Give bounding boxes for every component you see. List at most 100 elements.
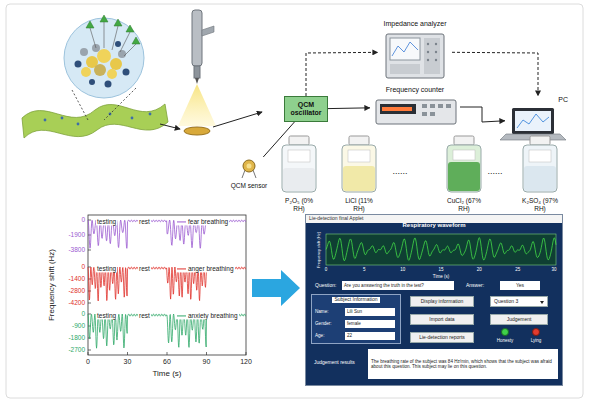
label-text: -2700 <box>68 346 85 353</box>
tick-mark <box>206 352 207 355</box>
label-text: -2800 <box>68 287 85 294</box>
label-text: testing <box>96 218 117 225</box>
molecule-zoom <box>64 18 144 98</box>
node-text: QCM sensor <box>231 182 267 189</box>
label-text: -1400 <box>68 275 85 282</box>
qcm-sensor-icon <box>242 160 256 178</box>
node-box: Question 3 <box>490 296 548 307</box>
impedance-analyzer <box>386 34 444 78</box>
label-text: Answer: <box>466 283 484 289</box>
legend-line-sample <box>177 268 186 269</box>
node-text: Are you answering the truth in the test? <box>344 283 452 288</box>
label-text: 0 <box>81 216 85 223</box>
label-text: rest <box>138 218 151 225</box>
zoom-line <box>72 90 88 120</box>
breathing-traces <box>88 220 246 348</box>
node-box: The breathing rate of the subject was 84… <box>368 349 558 379</box>
label-text: Gender: <box>315 321 332 326</box>
node-text: Lie-detection final Applet <box>306 215 562 223</box>
label-text: Frequency shift (Hz) <box>317 232 321 268</box>
label-text: 120 <box>240 358 252 366</box>
tick-mark <box>88 250 91 251</box>
connector <box>306 52 378 96</box>
airbrush <box>192 10 214 84</box>
label-text: 25 <box>515 268 520 273</box>
axis-ticks <box>88 220 246 355</box>
legend-item: anxiety breathing <box>176 312 239 319</box>
node-text: LiCl (11% RH) <box>341 197 377 212</box>
label-text: Name: <box>315 309 329 314</box>
node-box: P₂O₅ (0% RH) <box>276 134 322 212</box>
label-text: Frequency shift (Hz) <box>48 249 57 321</box>
label-text: 5 <box>363 268 366 273</box>
node-box: K₂SO₄ (97% RH) <box>517 134 563 212</box>
node-text: Import data <box>429 317 454 323</box>
legend-item: fear breathing <box>176 218 229 225</box>
node-text: The breathing rate of the subject was 84… <box>371 359 555 370</box>
lying-light <box>533 329 540 336</box>
chart-frame <box>88 215 246 355</box>
node-box: Impedance analyzer <box>378 20 452 84</box>
label-text: -1800 <box>68 334 85 341</box>
laptop-pc <box>500 108 566 140</box>
label-text: 0 <box>81 263 85 270</box>
label-text: Time (s) <box>152 370 181 379</box>
label-text: testing <box>96 265 117 272</box>
sheet-dots <box>44 113 152 126</box>
node-text: Yes <box>516 283 524 289</box>
connector <box>328 107 370 109</box>
tick-mark <box>88 303 91 304</box>
node-box: Respiratory waveform <box>310 222 558 280</box>
process-arrow <box>213 112 262 127</box>
nanosheet <box>22 104 168 138</box>
label-text: rest <box>138 312 151 319</box>
label-text: 60 <box>163 358 171 366</box>
flow-arrow <box>252 270 300 306</box>
label-text: 0 <box>81 310 85 317</box>
label-text: 0 <box>86 358 90 366</box>
legend-item: anger breathing <box>176 265 235 272</box>
node-box: Yes <box>500 281 540 290</box>
label-text: -1900 <box>68 231 85 238</box>
node-text: Impedance analyzer <box>383 20 446 28</box>
node-box: Display information <box>410 296 474 307</box>
connector <box>263 122 294 157</box>
node-text: Lili Sun <box>347 309 393 314</box>
node-text: P₂O₅ (0% RH) <box>281 197 317 212</box>
label-text: 20 <box>477 268 482 273</box>
node-text: Subject Information <box>332 297 379 303</box>
node-box: PC <box>505 96 571 142</box>
label-text: Age: <box>315 333 324 338</box>
node-text: 22 <box>347 333 393 338</box>
label-text: 15 <box>438 268 443 273</box>
node-text: Display information <box>421 299 464 305</box>
node-box: Lie-detection reports <box>410 332 474 343</box>
legend-text: anger breathing <box>188 265 234 272</box>
node-box: QCM oscillator <box>284 96 328 122</box>
label-text: 30 <box>124 358 132 366</box>
salt-bottle <box>447 136 481 192</box>
salt-bottle <box>282 136 316 192</box>
label-text: -3800 <box>68 246 85 253</box>
molecule-cluster <box>75 41 130 88</box>
node-text: Lie-detection reports <box>419 335 465 341</box>
legend-text: fear breathing <box>188 218 228 225</box>
gui-waveform <box>326 238 556 261</box>
label-text: Judgement results <box>314 360 355 366</box>
node-box: Judgement <box>490 314 548 325</box>
node-box: Import data <box>410 314 474 325</box>
tick-mark <box>88 350 91 351</box>
node-box: LiCl (11% RH) <box>336 134 382 212</box>
label-text: 10 <box>400 268 405 273</box>
node-text: CuCl₂ (67% RH) <box>444 197 484 212</box>
tick-mark <box>88 314 91 315</box>
label-text: 90 <box>203 358 211 366</box>
ligand-stems <box>90 22 136 56</box>
label-text: 0 <box>325 268 328 273</box>
legend-line-sample <box>177 315 186 316</box>
node-text: K₂SO₄ (97% RH) <box>520 197 560 212</box>
label-text: Question: <box>315 283 336 289</box>
outer-frame <box>6 4 583 398</box>
connector <box>452 52 538 96</box>
node-text: QCM oscillator <box>285 101 327 117</box>
